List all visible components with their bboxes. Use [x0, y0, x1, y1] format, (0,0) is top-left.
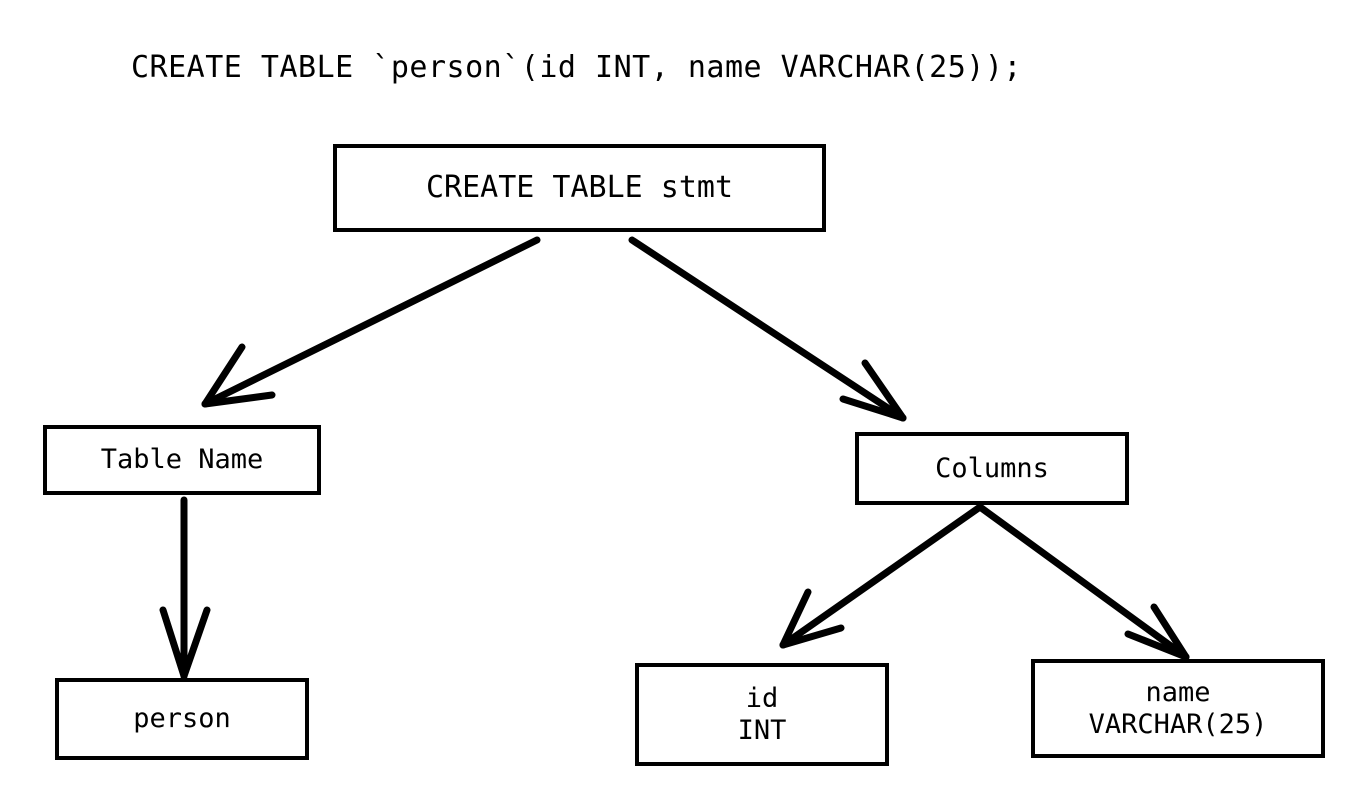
node-table-name[interactable]: Table Name — [43, 425, 321, 495]
node-person[interactable]: person — [55, 678, 309, 760]
node-label-line: Columns — [935, 452, 1049, 484]
edge-columns-to-col-name — [976, 503, 1190, 661]
edge-root-to-columns — [628, 236, 907, 422]
page-title: CREATE TABLE `person`(id INT, name VARCH… — [131, 50, 1022, 85]
node-columns[interactable]: Columns — [855, 432, 1129, 505]
node-label-line: VARCHAR(25) — [1088, 708, 1268, 740]
edge-columns-to-col-id — [779, 503, 984, 649]
node-create-table-stmt[interactable]: CREATE TABLE stmt — [333, 144, 826, 232]
node-label-line: name — [1145, 676, 1211, 708]
edge-root-to-table-name — [201, 236, 541, 408]
edge-table-name-to-person — [159, 496, 211, 680]
node-label-line: Table Name — [100, 444, 264, 476]
node-column-name[interactable]: name VARCHAR(25) — [1031, 659, 1325, 758]
node-column-id[interactable]: id INT — [635, 663, 889, 766]
node-label-line: id — [745, 682, 779, 714]
node-label-line: person — [133, 703, 231, 735]
node-label-line: INT — [737, 714, 787, 746]
node-label-line: CREATE TABLE stmt — [425, 170, 734, 206]
